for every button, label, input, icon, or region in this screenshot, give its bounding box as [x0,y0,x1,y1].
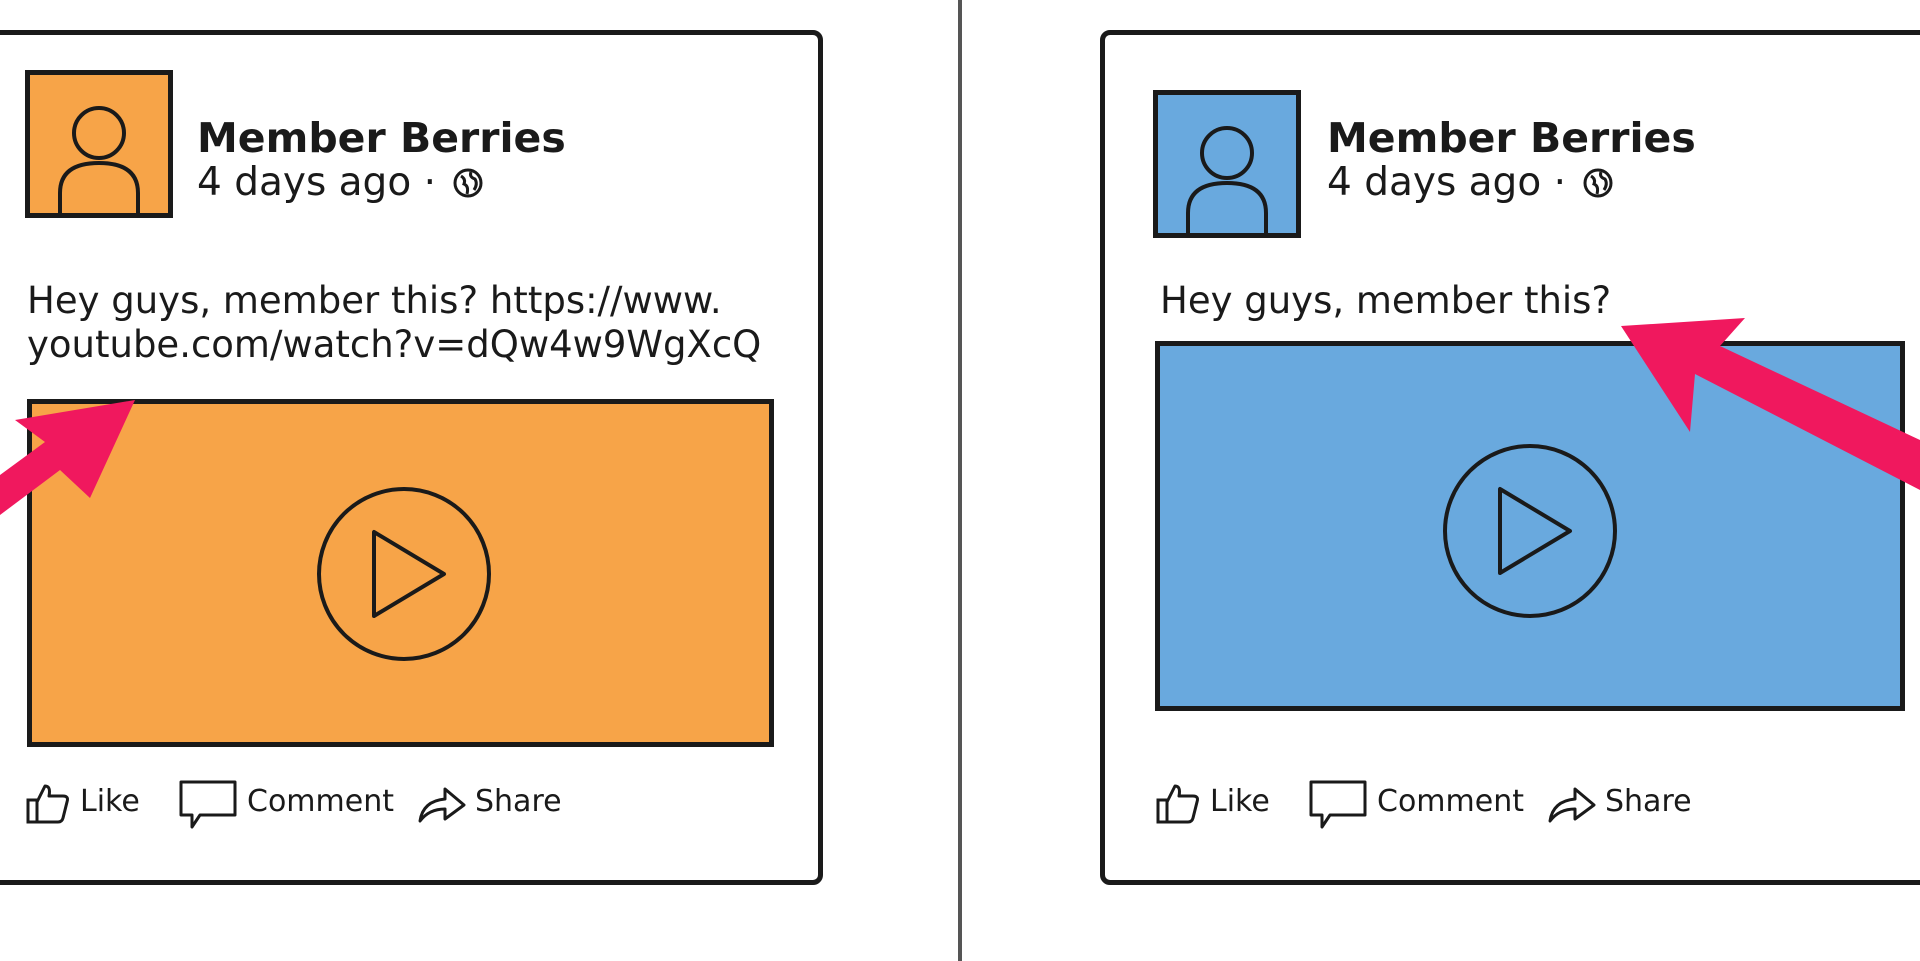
avatar-icon [58,106,140,213]
right-timestamp-text: 4 days ago · [1327,160,1566,205]
left-post-card: Member Berries 4 days ago · Hey guys, me… [0,30,823,885]
play-icon[interactable] [1440,441,1620,621]
avatar-icon [1186,126,1268,233]
like-icon[interactable] [1155,780,1201,826]
panel-divider [958,0,962,961]
comment-icon[interactable] [1308,779,1368,831]
left-post-text-line1: Hey guys, member this? https://www. [27,279,722,322]
left-like-button[interactable]: Like [80,784,140,819]
right-post-text-line1: Hey guys, member this? [1160,279,1612,322]
left-comment-button[interactable]: Comment [247,784,394,819]
globe-icon [453,168,483,198]
right-author-name[interactable]: Member Berries [1327,114,1696,162]
left-share-button[interactable]: Share [475,784,562,819]
right-like-button[interactable]: Like [1210,784,1270,819]
like-icon[interactable] [25,780,71,826]
arrow-icon [1621,318,1920,490]
left-video-thumbnail[interactable] [27,399,774,747]
globe-icon [1583,168,1613,198]
left-avatar [25,70,173,218]
left-timestamp-text: 4 days ago · [197,160,436,205]
right-timestamp: 4 days ago · [1327,163,1614,202]
right-avatar [1153,90,1301,238]
comment-icon[interactable] [178,779,238,831]
right-share-button[interactable]: Share [1605,784,1692,819]
right-comment-button[interactable]: Comment [1377,784,1524,819]
right-post-text: Hey guys, member this? [1160,279,1611,323]
left-timestamp: 4 days ago · [197,163,484,202]
left-post-text: Hey guys, member this? https://www. yout… [27,279,761,367]
arrow-icon [0,400,135,515]
play-icon[interactable] [314,484,494,664]
share-icon[interactable] [1547,785,1597,825]
share-icon[interactable] [417,785,467,825]
left-post-link[interactable]: youtube.com/watch?v=dQw4w9WgXcQ [27,323,762,366]
left-author-name[interactable]: Member Berries [197,114,566,162]
